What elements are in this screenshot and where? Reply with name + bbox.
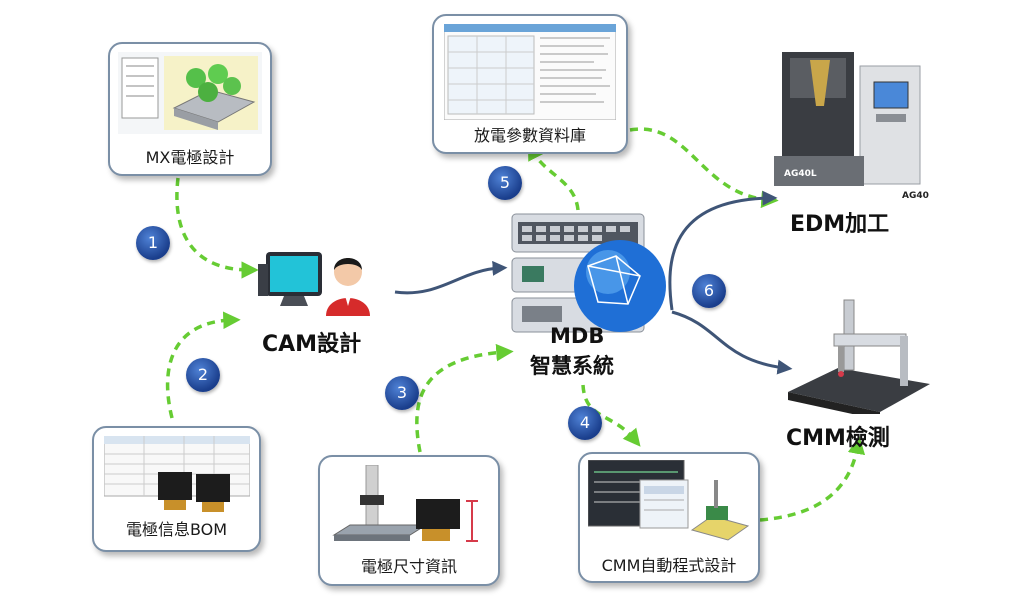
- arrow-mx-to-cam: [175, 177, 259, 279]
- size-measure-illustration: [332, 465, 478, 542]
- step-badge-6: 6: [692, 274, 726, 308]
- card-electrode-bom: 電極信息BOM: [92, 426, 261, 552]
- step-badge-1: 1: [136, 226, 170, 260]
- edm-machine-icon: AG40L AG40: [774, 52, 929, 200]
- mx-design-illustration: [118, 52, 262, 134]
- arrow-cam-to-mdb: [394, 260, 508, 295]
- edm-model-text: AG40: [902, 191, 929, 200]
- card-mx-label: MX電極設計: [145, 148, 235, 167]
- card-db-label: 放電參數資料庫: [473, 126, 586, 145]
- card-bom-label: 電極信息BOM: [125, 520, 228, 539]
- card-cmm-program: CMM自動程式設計: [578, 452, 760, 583]
- step-badge-3: 3: [385, 376, 419, 410]
- mdb-label: MDB: [550, 324, 605, 348]
- arrow-db-to-edm: [629, 127, 779, 209]
- arrow-mdb-to-db: [527, 142, 580, 211]
- step-badge-2: 2: [186, 358, 220, 392]
- bom-illustration: [104, 436, 250, 512]
- edm-brand-text: AG40L: [784, 169, 817, 179]
- edm-label: EDM加工: [790, 212, 890, 237]
- card-discharge-db: 放電參數資料庫: [432, 14, 628, 154]
- card-cmm-program-label: CMM自動程式設計: [601, 556, 737, 575]
- card-size-label: 電極尺寸資訊: [360, 557, 457, 576]
- card-mx-electrode-design: MX電極設計: [108, 42, 272, 176]
- arrow-cmmprog-to-cmm: [759, 436, 866, 522]
- cmm-machine-icon: [788, 299, 930, 414]
- arrow-mdb-to-edm: [668, 190, 778, 311]
- arrow-bom-to-cam: [165, 311, 241, 419]
- cam-workstation-icon: [258, 252, 370, 316]
- cmm-program-screenshot: [588, 460, 750, 541]
- mdb-server-icon: [511, 213, 666, 333]
- cmm-label: CMM檢測: [786, 426, 890, 451]
- mdb-system-label: 智慧系統: [530, 354, 614, 378]
- cam-design-label: CAM設計: [262, 332, 362, 357]
- step-badge-4: 4: [568, 406, 602, 440]
- step-badge-5: 5: [488, 166, 522, 200]
- arrow-size-to-mdb: [415, 343, 514, 453]
- database-screenshot: [444, 24, 616, 120]
- card-electrode-size: 電極尺寸資訊: [318, 455, 500, 586]
- arrow-mdb-to-cmm: [671, 310, 793, 375]
